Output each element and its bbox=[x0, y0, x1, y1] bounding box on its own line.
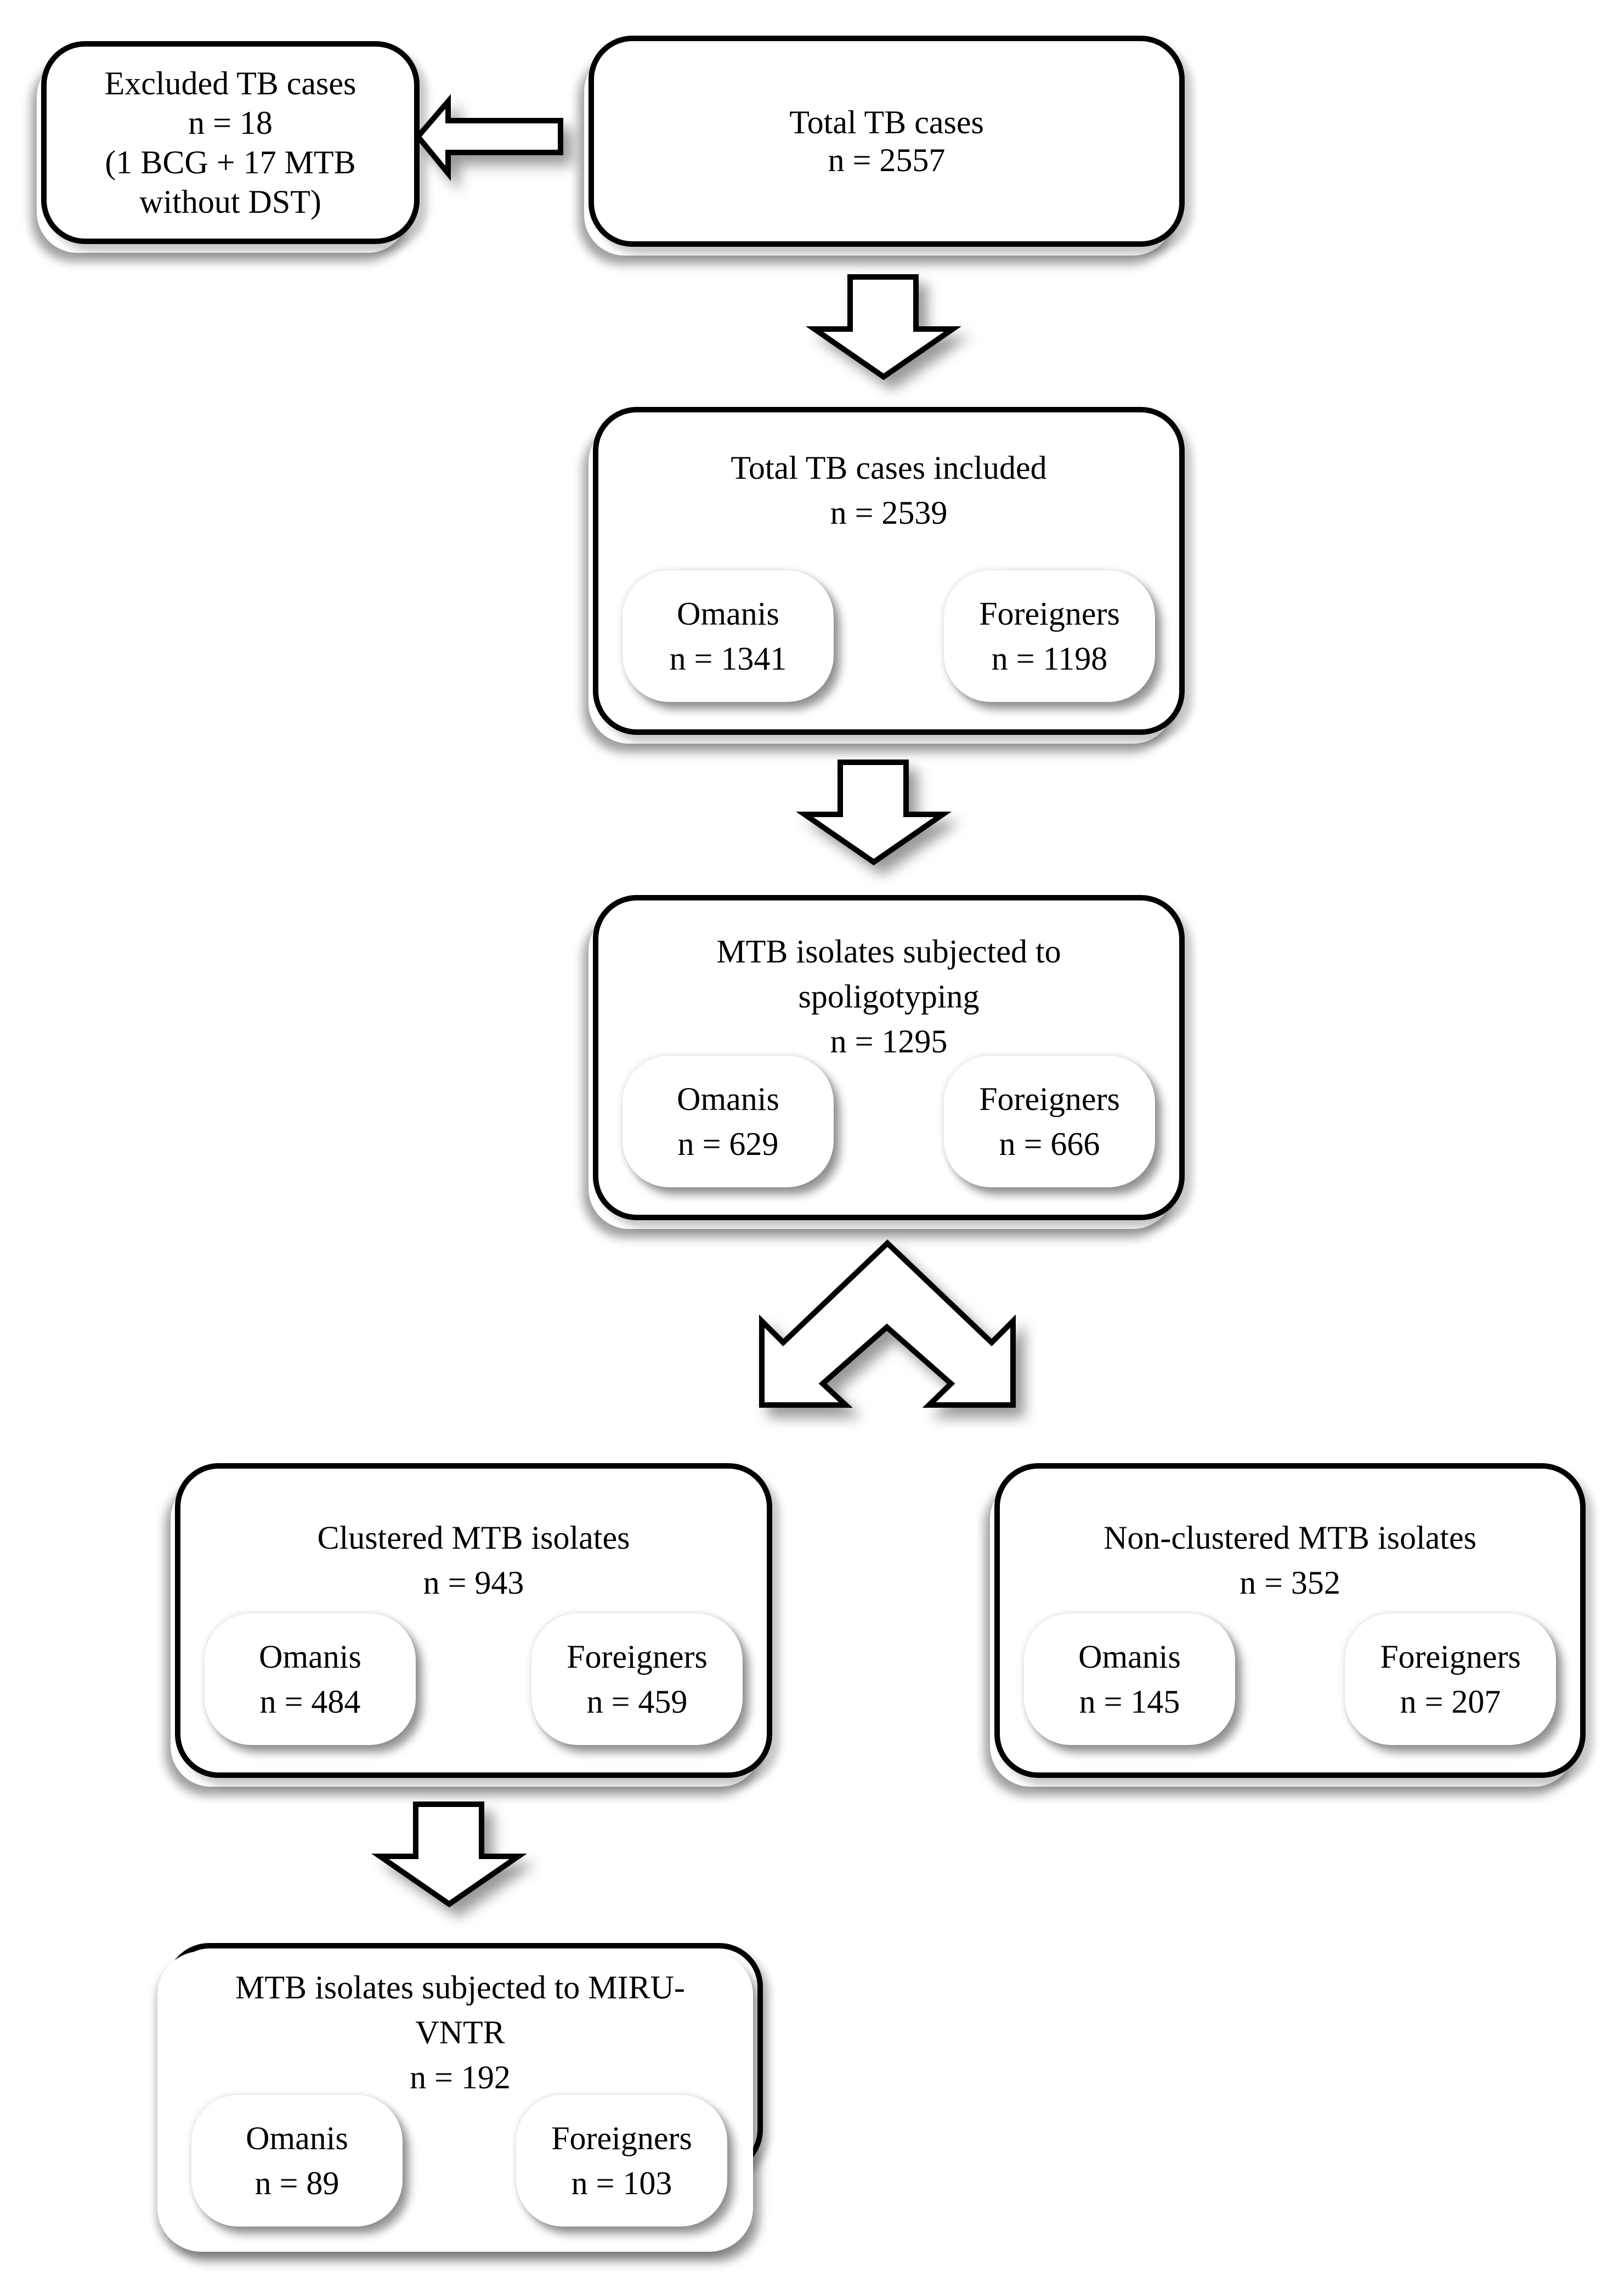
miru-foreigners-box: Foreigners n = 103 bbox=[516, 2095, 727, 2227]
included-title-block: Total TB cases included n = 2539 bbox=[598, 412, 1179, 535]
total-tb-cases-box: Total TB cases n = 2557 bbox=[589, 36, 1185, 247]
down-arrow-icon-2 bbox=[795, 760, 952, 866]
omanis-count: n = 629 bbox=[677, 1126, 779, 1162]
spoligotyping-omanis-box: Omanis n = 629 bbox=[623, 1056, 834, 1187]
left-arrow-icon bbox=[414, 94, 568, 181]
omanis-label: Omanis bbox=[677, 1081, 779, 1117]
spoligotyping-title-block: MTB isolates subjected to spoligotyping … bbox=[598, 900, 1179, 1064]
included-title: Total TB cases included bbox=[731, 450, 1047, 486]
miru-count: n = 192 bbox=[410, 2059, 511, 2095]
excluded-detail-2: without DST) bbox=[139, 184, 321, 220]
foreigners-label: Foreigners bbox=[979, 1081, 1120, 1117]
foreigners-label: Foreigners bbox=[551, 2120, 692, 2156]
nonclustered-isolates-box: Non-clustered MTB isolates n = 352 Omani… bbox=[994, 1463, 1586, 1778]
included-omanis-box: Omanis n = 1341 bbox=[623, 570, 834, 702]
omanis-count: n = 145 bbox=[1079, 1684, 1180, 1720]
spoligotyping-count: n = 1295 bbox=[830, 1023, 948, 1060]
foreigners-label: Foreigners bbox=[567, 1639, 708, 1675]
nonclustered-omanis-box: Omanis n = 145 bbox=[1024, 1613, 1235, 1745]
spoligotyping-title-line1: MTB isolates subjected to bbox=[716, 933, 1061, 970]
clustered-title: Clustered MTB isolates bbox=[317, 1520, 630, 1556]
omanis-label: Omanis bbox=[677, 596, 779, 632]
omanis-label: Omanis bbox=[246, 2120, 348, 2156]
spoligotyping-title-line2: spoligotyping bbox=[798, 978, 980, 1015]
omanis-label: Omanis bbox=[1078, 1639, 1181, 1675]
clustered-isolates-box: Clustered MTB isolates n = 943 Omanis n … bbox=[175, 1463, 772, 1778]
miru-title-block: MTB isolates subjected to MIRU- VNTR n =… bbox=[157, 1965, 763, 2100]
foreigners-count: n = 103 bbox=[571, 2165, 672, 2201]
spoligotyping-box: MTB isolates subjected to spoligotyping … bbox=[593, 895, 1185, 1220]
omanis-count: n = 484 bbox=[259, 1684, 361, 1720]
omanis-count: n = 1341 bbox=[669, 641, 787, 677]
foreigners-count: n = 666 bbox=[999, 1126, 1100, 1162]
excluded-tb-cases-box: Excluded TB cases n = 18 (1 BCG + 17 MTB… bbox=[41, 41, 420, 244]
split-arrow-icon bbox=[756, 1238, 1018, 1410]
miru-omanis-box: Omanis n = 89 bbox=[191, 2095, 403, 2227]
foreigners-label: Foreigners bbox=[1380, 1639, 1521, 1675]
nonclustered-count: n = 352 bbox=[1240, 1565, 1340, 1601]
omanis-label: Omanis bbox=[259, 1639, 361, 1675]
excluded-count: n = 18 bbox=[188, 105, 273, 141]
foreigners-count: n = 1198 bbox=[991, 641, 1108, 677]
included-foreigners-box: Foreigners n = 1198 bbox=[944, 570, 1155, 702]
nonclustered-title: Non-clustered MTB isolates bbox=[1104, 1520, 1476, 1556]
clustered-foreigners-box: Foreigners n = 459 bbox=[531, 1613, 743, 1745]
foreigners-count: n = 207 bbox=[1400, 1684, 1501, 1720]
spoligotyping-foreigners-box: Foreigners n = 666 bbox=[944, 1056, 1155, 1187]
clustered-omanis-box: Omanis n = 484 bbox=[205, 1613, 416, 1745]
included-count: n = 2539 bbox=[830, 495, 948, 531]
included-tb-cases-box: Total TB cases included n = 2539 Omanis … bbox=[593, 407, 1185, 735]
down-arrow-icon-3 bbox=[371, 1802, 528, 1908]
miru-vntr-box: MTB isolates subjected to MIRU- VNTR n =… bbox=[157, 1943, 763, 2252]
omanis-count: n = 89 bbox=[254, 2165, 339, 2201]
total-count: n = 2557 bbox=[828, 141, 946, 178]
miru-title-line2: VNTR bbox=[415, 2014, 505, 2050]
foreigners-label: Foreigners bbox=[979, 596, 1120, 632]
miru-title-line1: MTB isolates subjected to MIRU- bbox=[235, 1969, 685, 2006]
excluded-title: Excluded TB cases bbox=[104, 65, 357, 101]
foreigners-count: n = 459 bbox=[586, 1684, 688, 1720]
total-title: Total TB cases bbox=[789, 104, 984, 140]
down-arrow-icon-1 bbox=[805, 274, 962, 381]
nonclustered-title-block: Non-clustered MTB isolates n = 352 bbox=[1000, 1469, 1580, 1605]
clustered-count: n = 943 bbox=[423, 1565, 524, 1601]
nonclustered-foreigners-box: Foreigners n = 207 bbox=[1345, 1613, 1556, 1745]
clustered-title-block: Clustered MTB isolates n = 943 bbox=[180, 1469, 767, 1605]
excluded-detail-1: (1 BCG + 17 MTB bbox=[105, 144, 356, 180]
